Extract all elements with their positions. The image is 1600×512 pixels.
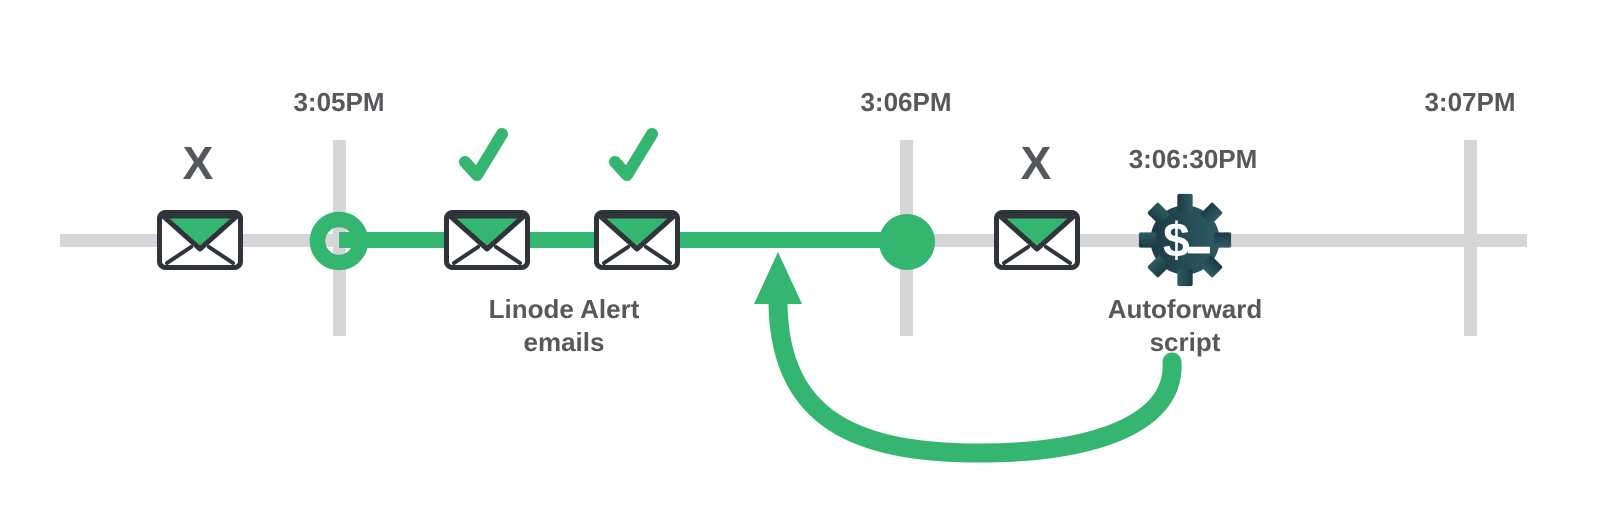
autoforward-script-label: Autoforward script <box>1108 293 1263 359</box>
missed-email-x-mark: X <box>182 137 214 189</box>
email-icon <box>994 210 1080 270</box>
linode-alert-emails-label: Linode Alert emails <box>489 293 640 359</box>
linode-alert-emails-label-line1: Linode Alert <box>488 294 640 324</box>
interval-end-dot-icon <box>879 214 935 270</box>
email-icon <box>594 210 680 270</box>
interval-start-ring-icon <box>309 211 369 271</box>
time-label-3-06pm: 3:06PM <box>860 87 952 117</box>
check-icon <box>459 128 508 181</box>
cursor-underscore-glyph <box>1187 246 1210 254</box>
check-icon <box>609 128 658 181</box>
email-icon <box>444 210 530 270</box>
tick-3-07pm <box>1464 140 1477 336</box>
shell-prompt-glyph: $ <box>1163 214 1190 267</box>
autoforward-loop-arrow-icon <box>754 252 1182 463</box>
email-icon <box>157 210 243 270</box>
time-label-3-05pm: 3:05PM <box>293 87 385 117</box>
missed-email-x-mark: X <box>1020 137 1052 189</box>
autoforward-script-label-line2: script <box>1149 327 1221 357</box>
autoforward-script-label-line1: Autoforward <box>1107 294 1263 324</box>
script-time-label: 3:06:30PM <box>1128 144 1258 174</box>
autoforward-script-gear-icon: $ <box>1138 193 1232 287</box>
linode-alert-emails-label-line2: emails <box>523 327 605 357</box>
time-label-3-07pm: 3:07PM <box>1424 87 1516 117</box>
